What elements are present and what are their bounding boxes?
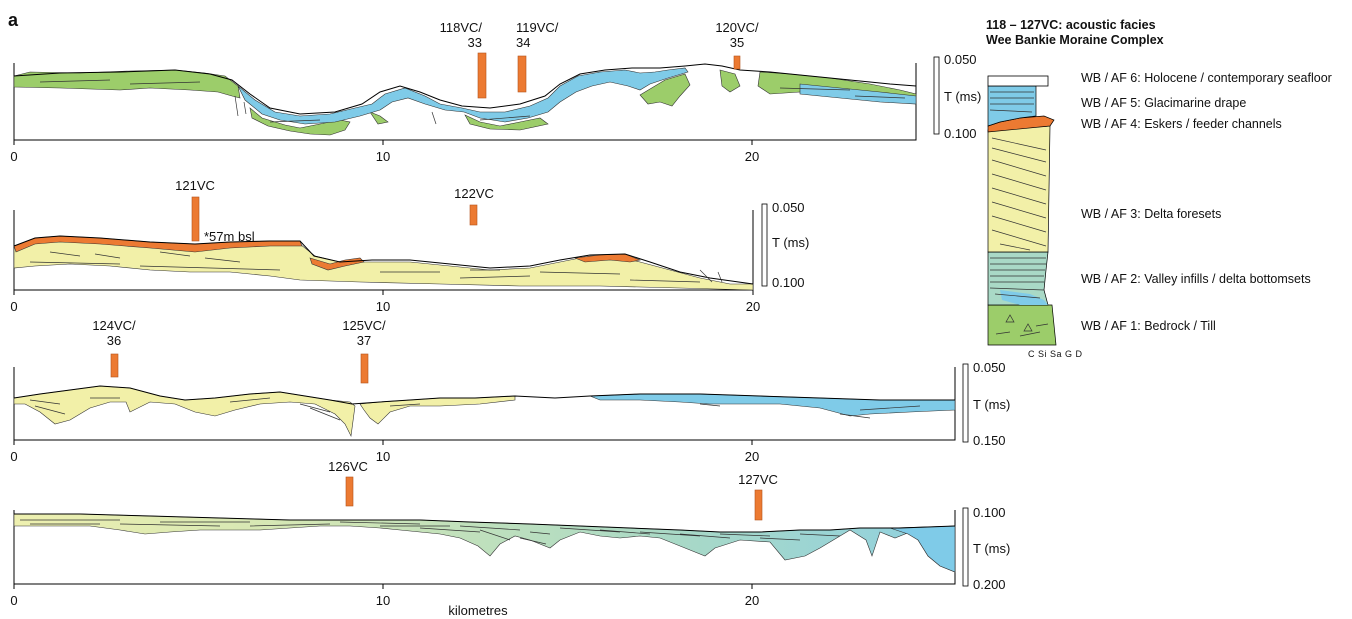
core-marker xyxy=(754,489,763,521)
distance-axis-label: kilometres xyxy=(448,603,508,618)
time-scale-bottom: 0.150 xyxy=(973,433,1006,448)
facies-drape-fill xyxy=(237,67,689,125)
facies-legend: 118 – 127VC: acoustic facies Wee Bankie … xyxy=(986,18,1332,359)
core-label: 35 xyxy=(730,35,744,50)
type-log-column: C Si Sa G D xyxy=(987,75,1083,359)
seabed-reflector xyxy=(14,513,956,533)
x-tick-label: 20 xyxy=(746,299,760,314)
time-scale-unit: T (ms) xyxy=(944,89,981,104)
log-af6-holocene xyxy=(987,75,1049,87)
time-scale: 0.050 T (ms) 0.100 xyxy=(761,200,809,290)
facies-till-fill xyxy=(639,73,691,107)
legend-item: WB / AF 3: Delta foresets xyxy=(1081,207,1221,221)
facies-drape-fill xyxy=(589,393,956,417)
time-scale: 0.100 T (ms) 0.200 xyxy=(962,505,1010,592)
core-marker xyxy=(345,476,354,507)
legend-item: WB / AF 4: Eskers / feeder channels xyxy=(1081,117,1282,131)
x-tick-label: 10 xyxy=(376,149,390,164)
log-af5-laminae xyxy=(989,91,1034,113)
time-scale-bottom: 0.100 xyxy=(772,275,805,290)
x-tick-label: 20 xyxy=(745,449,759,464)
facies-foresets-fill xyxy=(359,395,516,425)
seabed-reflector xyxy=(13,235,754,285)
facies-till-fill xyxy=(719,69,741,93)
log-af2-laminae xyxy=(989,257,1046,299)
x-tick-label: 0 xyxy=(10,449,17,464)
x-tick-label: 10 xyxy=(376,593,390,608)
time-scale: 0.050 T (ms) 0.100 xyxy=(933,52,981,141)
time-scale-top: 0.050 xyxy=(973,360,1006,375)
core-label: 36 xyxy=(107,333,121,348)
core-label: 125VC/ xyxy=(342,318,386,333)
core-marker xyxy=(517,55,527,93)
time-scale-bottom: 0.100 xyxy=(944,126,977,141)
time-scale-bottom: 0.200 xyxy=(973,577,1006,592)
x-tick-label: 0 xyxy=(10,593,17,608)
grain-size-scale: C Si Sa G D xyxy=(1028,349,1083,359)
internal-reflectors xyxy=(39,79,906,125)
core-marker xyxy=(469,204,478,226)
legend-item: WB / AF 2: Valley infills / delta bottom… xyxy=(1081,272,1311,286)
time-scale-unit: T (ms) xyxy=(772,235,809,250)
legend-subtitle: Wee Bankie Moraine Complex xyxy=(986,33,1164,47)
core-label: 122VC xyxy=(454,186,494,201)
core-label: 118VC/ xyxy=(440,20,483,35)
core-marker xyxy=(110,353,119,378)
log-af3-foresets xyxy=(987,125,1051,253)
facies-drape-fill xyxy=(799,83,917,105)
core-marker xyxy=(733,55,741,70)
core-label: 121VC xyxy=(175,178,215,193)
log-af2-drape-patch xyxy=(1000,290,1048,305)
profile-4: 0 10 20 kilometres 0.100 T (ms) 0.200 12… xyxy=(10,459,1010,618)
seabed-reflector xyxy=(13,385,955,405)
time-scale: 0.050 T (ms) 0.150 xyxy=(962,360,1010,448)
core-marker xyxy=(191,196,200,242)
facies-till-fill xyxy=(464,114,549,131)
x-tick-label: 20 xyxy=(745,593,759,608)
time-scale-unit: T (ms) xyxy=(973,541,1010,556)
till-symbols xyxy=(995,314,1049,337)
core-marker xyxy=(360,353,369,384)
internal-reflectors xyxy=(29,397,921,421)
time-scale-unit: T (ms) xyxy=(973,397,1010,412)
core-label: 34 xyxy=(516,35,530,50)
core-label: 120VC/ xyxy=(715,20,759,35)
log-af3-laminae xyxy=(991,137,1047,251)
x-tick-label: 10 xyxy=(376,299,390,314)
time-scale-top: 0.050 xyxy=(944,52,977,67)
core-annotation: *57m bsl xyxy=(204,229,255,244)
facies-till-fill xyxy=(249,107,351,136)
profile-2: 0 10 20 0.050 T (ms) 0.100 121VC *57m bs… xyxy=(10,178,809,314)
x-tick-label: 10 xyxy=(376,449,390,464)
log-af1-till xyxy=(987,304,1057,346)
legend-item: WB / AF 1: Bedrock / Till xyxy=(1081,319,1216,333)
profile-3: 0 10 20 0.050 T (ms) 0.150 124VC/ 36 125… xyxy=(10,318,1010,464)
profile-1: 0 10 20 0.050 T (ms) 0.100 118VC/ 33 119… xyxy=(10,20,981,164)
legend-item: WB / AF 5: Glacimarine drape xyxy=(1081,96,1246,110)
core-marker xyxy=(477,52,487,99)
core-label: 33 xyxy=(468,35,482,50)
time-scale-top: 0.050 xyxy=(772,200,805,215)
panel-letter: a xyxy=(8,10,19,30)
time-scale-top: 0.100 xyxy=(973,505,1006,520)
core-label: 119VC/ xyxy=(516,20,559,35)
x-tick-label: 0 xyxy=(10,299,17,314)
core-label: 124VC/ xyxy=(92,318,136,333)
facies-foresets-fill xyxy=(13,385,356,438)
facies-till-fill xyxy=(369,111,389,125)
core-label: 126VC xyxy=(328,459,368,474)
legend-title: 118 – 127VC: acoustic facies xyxy=(986,18,1156,32)
x-axis: 0 10 20 xyxy=(10,584,759,608)
x-axis: 0 10 20 xyxy=(10,440,759,464)
facies-drape-fill xyxy=(889,525,956,573)
x-tick-label: 0 xyxy=(10,149,17,164)
x-tick-label: 20 xyxy=(745,149,759,164)
x-axis: 0 10 20 xyxy=(10,290,760,314)
internal-reflectors xyxy=(20,519,841,545)
legend-item: WB / AF 6: Holocene / contemporary seafl… xyxy=(1081,71,1332,85)
x-axis: 0 10 20 xyxy=(10,140,759,164)
core-label: 127VC xyxy=(738,472,778,487)
internal-reflectors xyxy=(29,251,723,283)
core-label: 37 xyxy=(357,333,371,348)
